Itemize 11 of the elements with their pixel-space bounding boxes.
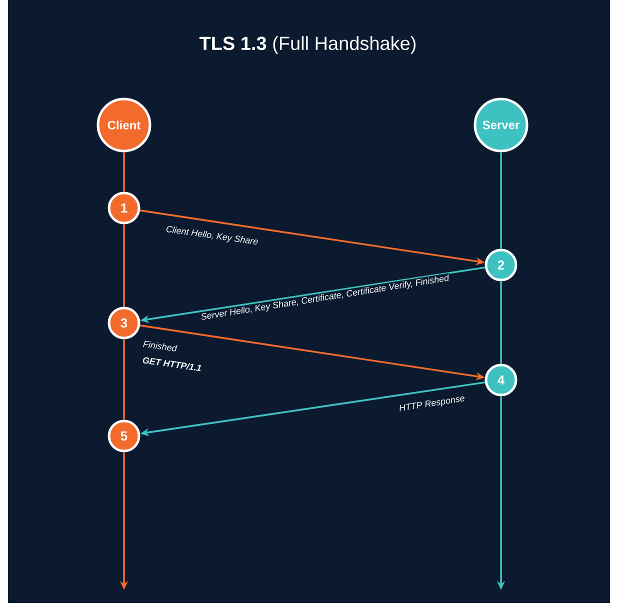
lifeline [123,152,125,192]
edge-label: Client Hello, Key Share [164,224,260,248]
lifeline [500,281,502,364]
lifeline [500,152,502,249]
edge-label: HTTP Response [397,394,467,414]
edge-label: Finished [142,339,178,353]
lifeline [123,224,125,307]
title: TLS 1.3 (Full Handshake) [199,36,416,54]
message-label: GET HTTP/1.1 [140,355,204,373]
lifeline [123,339,125,420]
edge-label: Server Hello, Key Share, Certificate, Certificate Verify, Finished [199,273,451,323]
